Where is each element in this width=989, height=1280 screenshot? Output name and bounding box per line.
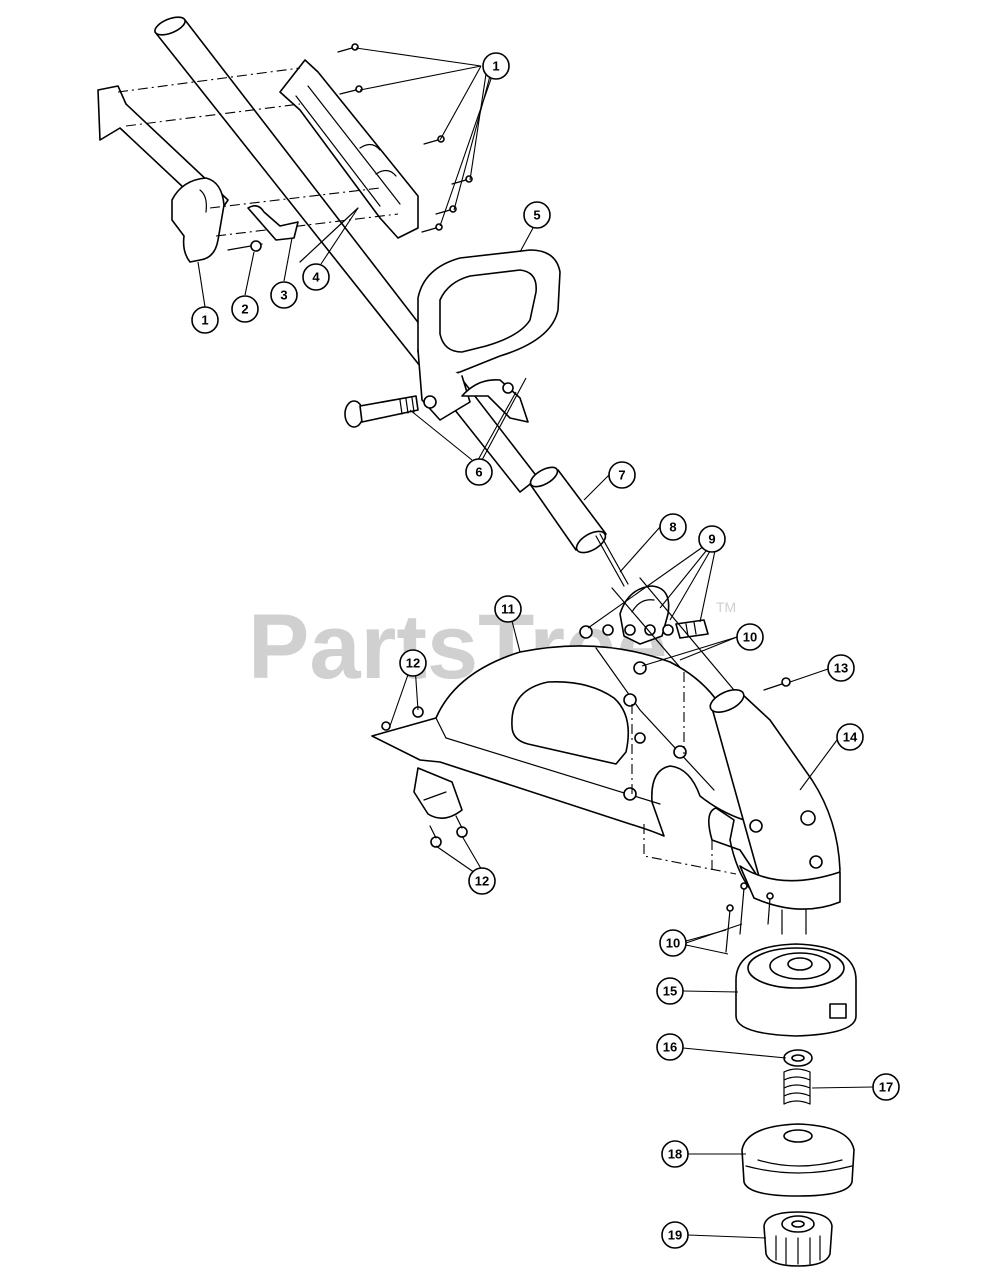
callout-1a-label: 1 [492, 59, 499, 74]
gearhead-screw [763, 677, 791, 691]
coupler-sleeve [529, 466, 607, 554]
callout-2: 2 [231, 295, 259, 323]
callout-18-label: 18 [668, 1147, 682, 1162]
callout-2-label: 2 [241, 302, 248, 317]
callout-17-label: 17 [879, 1080, 893, 1095]
callout-4-label: 4 [312, 270, 320, 285]
callout-1b-label: 1 [201, 313, 208, 328]
callout-8: 8 [659, 513, 687, 541]
callout-13: 13 [827, 654, 855, 682]
spring [783, 1068, 811, 1105]
callout-3-label: 3 [280, 288, 287, 303]
callout-14-label: 14 [843, 730, 858, 745]
callout-19: 19 [661, 1221, 689, 1249]
callout-10b: 10 [659, 929, 687, 957]
callout-8-label: 8 [669, 520, 676, 535]
callout-5-label: 5 [533, 208, 540, 223]
callout-16-label: 16 [663, 1040, 677, 1055]
gearhead [708, 689, 841, 935]
callout-10b-label: 10 [666, 936, 680, 951]
callout-10a: 10 [736, 623, 764, 651]
callout-15: 15 [656, 977, 684, 1005]
spool [741, 1123, 855, 1197]
callout-3: 3 [270, 281, 298, 309]
callout-14: 14 [836, 723, 864, 751]
spool-housing [735, 943, 857, 1037]
callout-7: 7 [608, 461, 636, 489]
callout-11: 11 [494, 595, 522, 623]
callout-13-label: 13 [834, 661, 848, 676]
callout-19-label: 19 [668, 1228, 682, 1243]
callout-9: 9 [698, 525, 726, 553]
callout-1b: 1 [191, 306, 219, 334]
callout-17: 17 [872, 1073, 900, 1101]
carriage-bolt [344, 395, 419, 428]
callout-12a-label: 12 [406, 656, 420, 671]
callout-7-label: 7 [618, 468, 625, 483]
callout-4: 4 [302, 263, 330, 291]
assembly-lines-upper [117, 67, 399, 237]
leader-lines [197, 47, 874, 1239]
handle-housing-right [279, 59, 419, 239]
head-screws [725, 882, 774, 953]
callout-5: 5 [523, 201, 551, 229]
callout-6: 6 [465, 458, 493, 486]
callout-11-label: 11 [501, 602, 515, 617]
callout-10a-label: 10 [743, 630, 757, 645]
callout-12a: 12 [399, 649, 427, 677]
trigger-parts [227, 204, 359, 263]
callout-18: 18 [661, 1140, 689, 1168]
clamp-bracket [579, 585, 709, 645]
callout-6-label: 6 [475, 465, 482, 480]
handle-housing-left [97, 85, 229, 263]
trimmer-guard [371, 645, 745, 837]
pin [595, 533, 629, 587]
bump-knob [763, 1211, 833, 1267]
watermark-trademark: TM [716, 599, 736, 615]
callout-15-label: 15 [663, 984, 677, 999]
washer [783, 1049, 813, 1067]
guard-nozzle [381, 706, 468, 848]
callout-12b: 12 [468, 867, 496, 895]
callout-12b-label: 12 [475, 874, 489, 889]
callout-16: 16 [656, 1033, 684, 1061]
callout-1a: 1 [482, 52, 510, 80]
loop-handle [417, 249, 561, 423]
callout-9-label: 9 [708, 532, 715, 547]
